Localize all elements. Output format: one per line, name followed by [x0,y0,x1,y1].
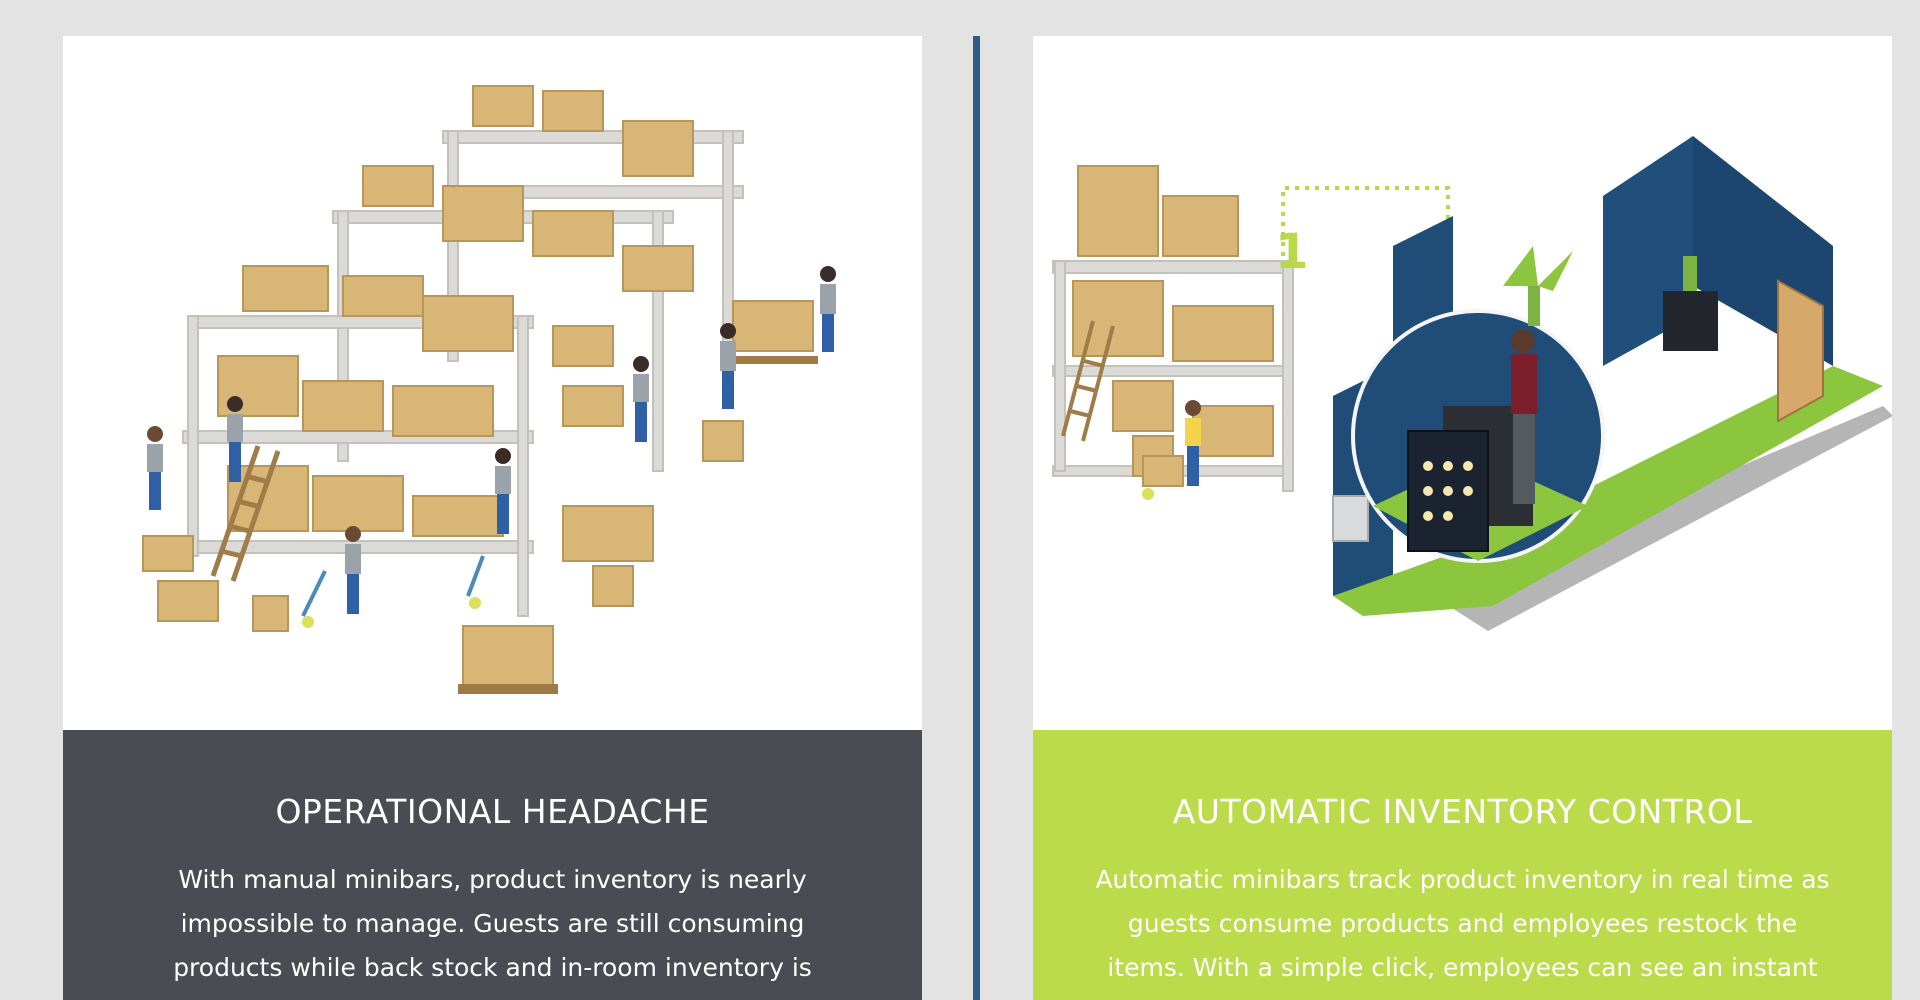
hotel-room-illustration: 1 [1033,36,1892,730]
automatic-inventory-body: Automatic minibars track product invento… [1095,865,1830,982]
inventory-count-label: 1 [1275,224,1308,280]
automatic-inventory-card: 1 [1033,36,1892,1000]
vertical-divider [973,36,980,1000]
operational-headache-card: OPERATIONAL HEADACHE With manual minibar… [63,36,922,1000]
hotel-room-inventory-illustration-icon: 1 [1052,136,1892,631]
warehouse-illustration [63,36,922,730]
operational-headache-heading: OPERATIONAL HEADACHE [275,792,710,831]
operational-headache-body: With manual minibars, product inventory … [173,865,812,1000]
operational-headache-caption: OPERATIONAL HEADACHE With manual minibar… [63,730,922,1000]
automatic-inventory-heading: AUTOMATIC INVENTORY CONTROL [1172,792,1753,831]
automatic-inventory-caption: AUTOMATIC INVENTORY CONTROL Automatic mi… [1033,730,1892,1000]
warehouse-illustration-icon [142,85,836,694]
